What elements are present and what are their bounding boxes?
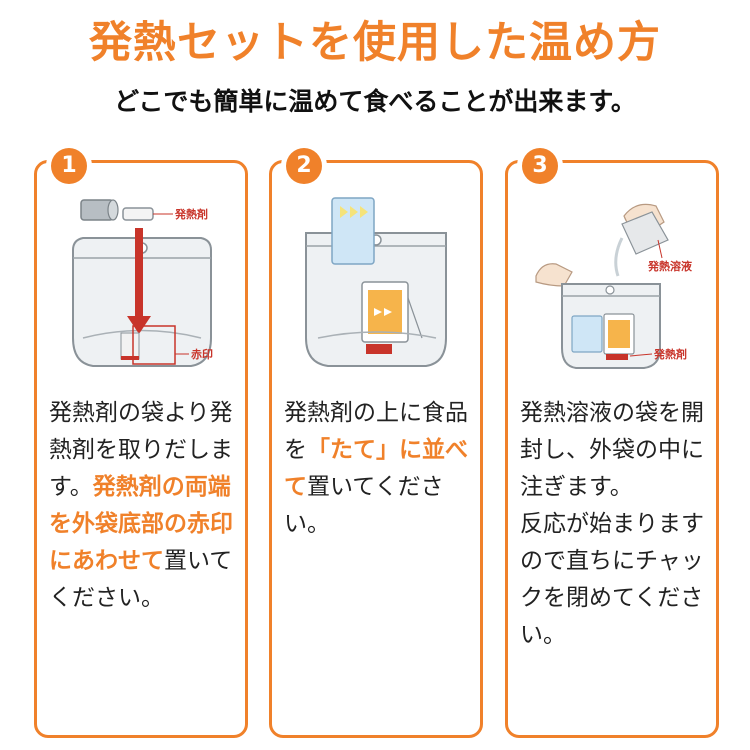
red-mark-label: 赤印 — [191, 347, 213, 361]
heater-label: 発熱剤 — [653, 347, 687, 361]
step-description: 発熱剤の上に食品を「たて」に並べて置いてください。 — [284, 395, 470, 543]
pour-solution-illustration: 発熱溶液 発熱剤 — [535, 203, 693, 369]
step-text-end: 置いてください。 — [49, 548, 233, 611]
step-highlight: 発熱剤の両端を外袋底部の赤印にあわせて — [49, 474, 233, 574]
step-number-badge: 1 — [51, 148, 87, 184]
step-text: 発熱溶液の袋を開封し、外袋の中に注ぎます。 — [520, 400, 704, 500]
step-card-2: 2 発熱剤の上に食品を「たて」に並べて置いてください。 — [269, 148, 483, 738]
step-text: 発熱剤の上に食品を — [284, 400, 468, 463]
step-text: 発熱剤の袋より発熱剤を取りだします。 — [49, 400, 233, 500]
step-text-end: 反応が始まりますので直ちにチャックを閉めてください。 — [520, 511, 704, 648]
heater-label: 発熱剤 — [174, 207, 208, 221]
page-title: 発熱セットを使用した温め方 — [89, 18, 661, 68]
page-subtitle: どこでも簡単に温めて食べることが出来ます。 — [114, 87, 636, 116]
heater-placement-illustration: 発熱剤 赤印 — [72, 199, 213, 367]
step-card-3: 3 発熱溶液 発熱剤 発熱溶液の袋を開封し、外袋の中に注ぎます。 反応が始まりま… — [505, 148, 719, 738]
step-highlight: 「たて」に並べて — [284, 437, 468, 500]
solution-label: 発熱溶液 — [647, 259, 693, 273]
step-text-end: 置いてください。 — [284, 474, 444, 537]
step-number-badge: 2 — [286, 148, 322, 184]
step-description: 発熱溶液の袋を開封し、外袋の中に注ぎます。 反応が始まりますので直ちにチャックを… — [520, 395, 706, 654]
step-card-1: 1 発熱剤 赤印 発熱剤の袋より発熱剤を取りだします。発熱剤の両端を外袋底部の赤… — [34, 148, 248, 738]
step-number-badge: 3 — [522, 148, 558, 184]
food-placement-illustration — [305, 197, 447, 367]
step-description: 発熱剤の袋より発熱剤を取りだします。発熱剤の両端を外袋底部の赤印にあわせて置いて… — [49, 395, 235, 617]
